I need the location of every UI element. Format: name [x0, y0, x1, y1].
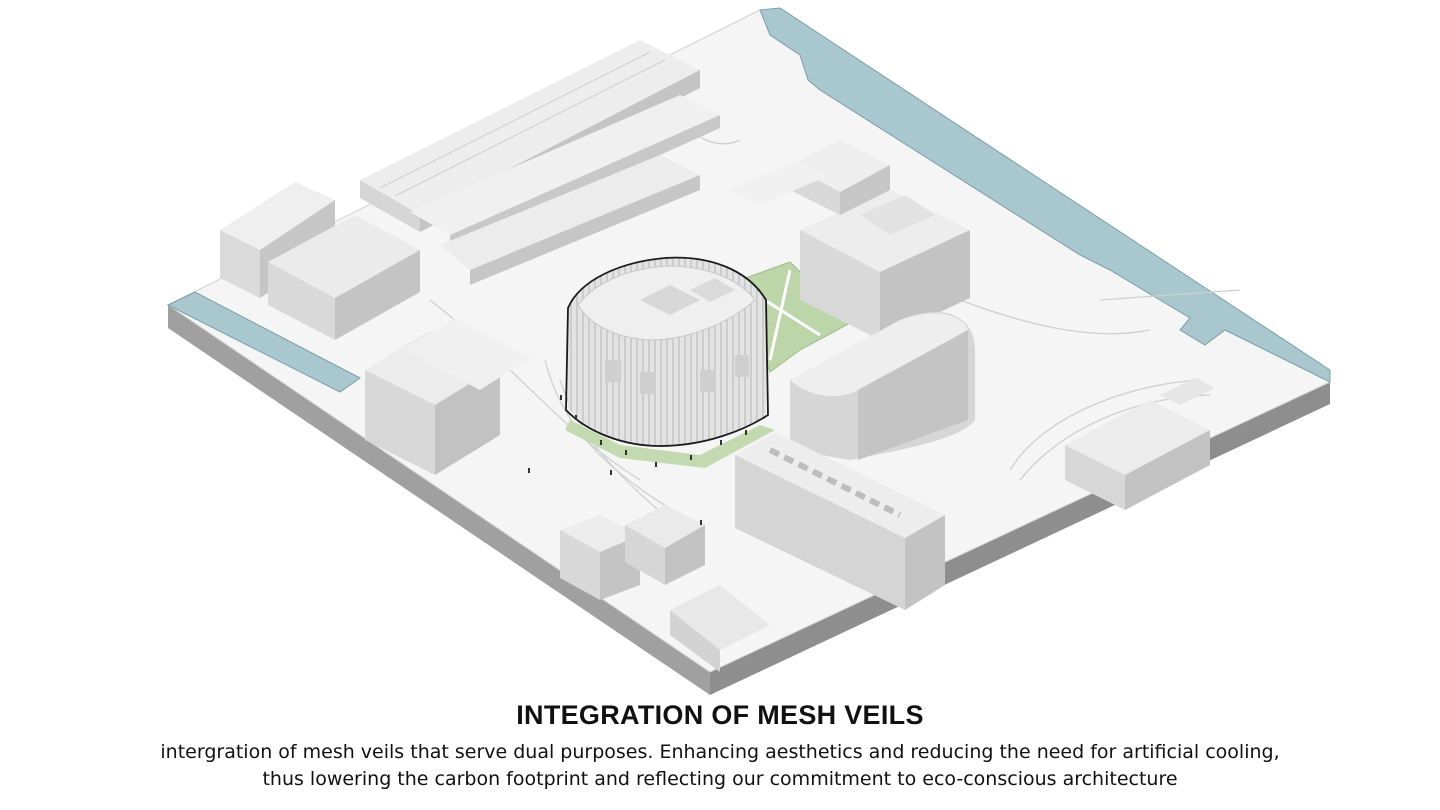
building-left-office: [220, 182, 420, 340]
description-line-2: thus lowering the carbon footprint and r…: [262, 768, 1178, 790]
canal-water-right: [759, 7, 1331, 383]
description-line-1: intergration of mesh veils that serve du…: [160, 741, 1280, 763]
people-figures: [528, 395, 747, 525]
building-right-cluster: [730, 140, 970, 340]
diagram-title: INTEGRATION OF MESH VEILS: [516, 700, 924, 730]
mesh-veil-building: [565, 256, 769, 447]
canal-water: [166, 7, 1331, 393]
building-left-mid: [365, 318, 530, 475]
site-axonometric-diagram: [166, 7, 1332, 695]
building-far-right: [1065, 378, 1215, 510]
canal-water-left: [166, 291, 361, 393]
plaza-green-strip: [565, 420, 775, 468]
rail-sheds: [360, 40, 720, 285]
mesh-veil-outline: [565, 256, 769, 447]
building-lower-left: [560, 505, 770, 672]
building-lower-bar: [735, 432, 945, 610]
diagram-description: intergration of mesh veils that serve du…: [0, 739, 1440, 793]
slab-left-side: [168, 305, 710, 695]
building-curved-block: [790, 311, 975, 460]
